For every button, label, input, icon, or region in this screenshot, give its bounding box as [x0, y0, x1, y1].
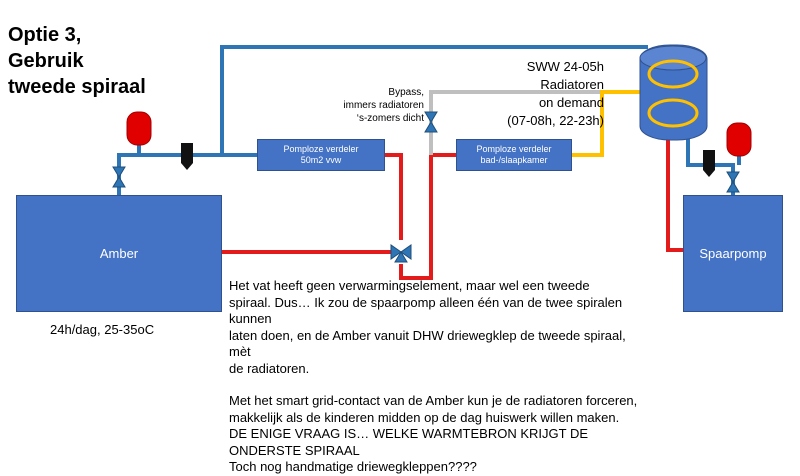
note-p2-line-1: Met het smart grid-contact van de Amber … [229, 393, 638, 408]
diagram-canvas: Optie 3, Gebruik tweede spiraal Amber 24… [8, 22, 783, 474]
distributor-1: Pomploze verdeler 50m2 vvw [257, 139, 385, 171]
amber-heat-pump: Amber [16, 195, 222, 312]
page-title: Optie 3, Gebruik tweede spiraal [8, 22, 168, 100]
expansion-vessel-left [126, 111, 152, 155]
valve-left-vertical [112, 166, 126, 188]
sww-line-2: Radiatoren [540, 77, 604, 92]
spaarpomp-unit: Spaarpomp [683, 195, 783, 312]
note-p1-line-3: laten doen, en de Amber vanuit DHW driew… [229, 327, 626, 360]
piping-diagram [112, 44, 752, 280]
distributor-2-line-2: bad-/slaapkamer [480, 155, 548, 165]
sww-line-1: SWW 24-05h [526, 59, 604, 74]
note-p2-line-3: DE ENIGE VRAAG IS… WELKE WARMTEBRON KRIJ… [229, 426, 588, 458]
bypass-line-2: immers radiatoren [343, 100, 424, 111]
lower-coil-icon [647, 98, 699, 128]
note-p2-line-4: Toch nog handmatige driewegkleppen???? [229, 459, 477, 474]
check-valve-left [181, 143, 193, 170]
valve-right-vertical [726, 171, 740, 193]
yellow-pipe-distributor-2-to-tank [572, 90, 648, 157]
note-p1-line-1: Het vat heeft geen verwarmingselement, m… [229, 278, 590, 293]
distributor-2: Pomploze verdeler bad-/slaapkamer [456, 139, 572, 171]
title-line-1: Optie 3, [8, 24, 82, 46]
bypass-line-3: ‘s-zomers dicht [356, 113, 424, 124]
note-paragraph-gap [229, 377, 649, 393]
explanation-note: Het vat heeft geen verwarmingselement, m… [229, 278, 649, 476]
check-valve-right [703, 150, 715, 177]
hot-water-tank [639, 44, 708, 141]
distributor-2-line-1: Pomploze verdeler [476, 144, 552, 154]
note-p1-line-2: spiraal. Dus… Ik zou de spaarpomp alleen… [229, 294, 623, 327]
sww-line-4: (07-08h, 22-23h) [507, 113, 604, 128]
title-line-3: tweede spiraal [8, 76, 146, 98]
note-p1-line-4: de radiatoren. [229, 360, 310, 376]
distributor-1-line-2: 50m2 vvw [300, 155, 342, 165]
spaarpomp-label: Spaarpomp [699, 246, 767, 261]
gray-bypass-pipe [429, 90, 648, 155]
bypass-annotation: Bypass, immers radiatoren ‘s-zomers dich… [320, 86, 424, 125]
sww-line-3: on demand [538, 95, 604, 110]
distributor-1-line-1: Pomploze verdeler [283, 144, 359, 154]
amber-label: Amber [99, 246, 139, 261]
red-pipe-distributor-1-return [385, 153, 403, 240]
sww-schedule-annotation: SWW 24-05h Radiatoren on demand (07-08h,… [478, 58, 604, 130]
amber-spec-label: 24h/dag, 25-35oC [50, 322, 155, 337]
three-way-valve [390, 244, 412, 263]
bypass-valve [424, 111, 438, 133]
bypass-line-1: Bypass, [388, 87, 424, 98]
expansion-vessel-right [726, 122, 752, 165]
note-p2-line-2: makkelijk als de kinderen midden op de d… [229, 409, 620, 425]
red-pipe-valve-to-distributor-2 [399, 153, 456, 280]
title-line-2: Gebruik [8, 50, 84, 72]
upper-coil-icon [647, 59, 699, 89]
